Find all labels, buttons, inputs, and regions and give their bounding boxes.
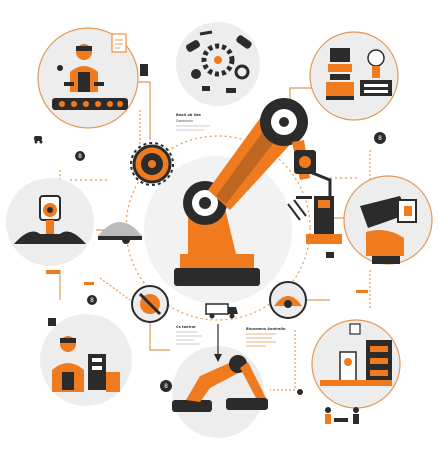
badge-right: 8 (374, 132, 386, 144)
badge-left-mid: 8 (87, 295, 97, 305)
svg-text:8: 8 (78, 153, 82, 160)
badge-top-left: 8 (75, 151, 85, 161)
robot-arm-icon (174, 98, 332, 286)
cylinder-icon (140, 64, 148, 76)
assembly-machine-icon (320, 323, 392, 386)
dot-icon (297, 389, 303, 395)
small-icons (34, 64, 368, 395)
right-note: Biunomns Aonlrelin (246, 327, 286, 347)
robot-arm-base-icon (172, 355, 268, 412)
gripper-icon (360, 196, 417, 264)
operator-node (40, 314, 132, 406)
gripper-node (343, 175, 433, 265)
svg-text:8: 8 (164, 383, 168, 390)
svg-text:8: 8 (90, 297, 94, 304)
operator-icon (52, 336, 120, 392)
truck-icon (205, 303, 238, 319)
rail-icon (296, 196, 312, 199)
grinder-icon (269, 281, 307, 319)
car-icon (34, 136, 42, 141)
svg-text:8: 8 (378, 135, 382, 142)
top-note-subtitle: Daowrleon (176, 119, 193, 123)
left-note: Cs taelrar (176, 325, 202, 345)
gear-icon (130, 142, 174, 186)
top-note: Beail ab ilae Daowrleon (176, 113, 210, 131)
parts-node (176, 22, 260, 106)
bar-icon (356, 290, 368, 293)
machine-stack-node (309, 31, 399, 121)
inspection-node (6, 178, 142, 266)
assembly-node (311, 319, 401, 424)
box-icon (326, 252, 334, 258)
technicians-icon (325, 407, 359, 424)
machine-stack-icon (326, 48, 392, 100)
document-icon (111, 33, 127, 53)
dome-scanner-icon (98, 222, 142, 244)
saw-blade-icon (131, 285, 169, 323)
robot-arm-base-node (172, 303, 268, 438)
inspection-station-icon (14, 195, 86, 244)
worker-monitor-icon (64, 44, 104, 92)
robot-tool-icon (287, 196, 342, 244)
top-note-title: Beail ab ilae (176, 113, 201, 117)
left-note-title: Cs taelrar (176, 325, 196, 329)
right-note-title: Biunomns Aonlrelin (246, 327, 286, 331)
conveyor-rollers-icon (59, 101, 123, 107)
central-robot-node (144, 98, 342, 304)
mechanical-parts-icon (186, 30, 252, 93)
square-icon (48, 318, 56, 326)
badge-bottom: 8 (160, 380, 172, 392)
tag-icon (46, 270, 60, 274)
worker-station-node (37, 27, 139, 129)
arrow-head-icon (214, 354, 222, 362)
